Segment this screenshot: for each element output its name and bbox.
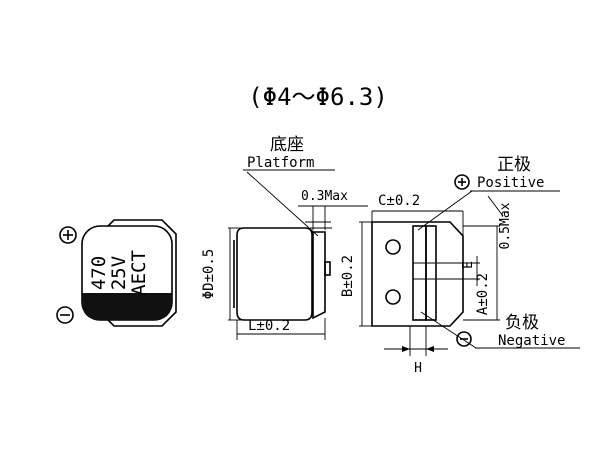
- plus-circle-icon: [59, 226, 77, 244]
- marking-series: AECT: [128, 250, 150, 296]
- side-lead: [324, 261, 331, 276]
- positive-label-cn: 正极: [497, 155, 531, 175]
- dim-l: L±0.2: [248, 318, 290, 334]
- platform-hole-top: [385, 239, 401, 255]
- dim-e: E: [461, 261, 476, 269]
- capacitor-top-view: 470 25V AECT: [81, 219, 177, 327]
- positive-circle-icon: [454, 174, 470, 190]
- side-platform: [312, 231, 326, 320]
- platform-leader: [246, 171, 319, 237]
- dim-h: H: [414, 361, 422, 376]
- negative-label-cn: 负极: [505, 313, 539, 333]
- minus-circle-icon: [56, 306, 74, 324]
- capacitor-side-view: [233, 221, 332, 321]
- platform-outline: [371, 221, 464, 327]
- dim-a: A±0.2: [475, 273, 491, 315]
- platform-label-cn: 底座: [270, 135, 304, 155]
- dim-c: C±0.2: [378, 193, 420, 209]
- positive-label-en: Positive: [477, 175, 544, 191]
- side-body: [236, 227, 313, 321]
- positive-leader: [417, 190, 473, 231]
- polarity-stripe: [82, 293, 172, 320]
- lead-left: [412, 225, 427, 321]
- negative-label-en: Negative: [498, 333, 565, 349]
- diagram-title: (Φ4～Φ6.3): [248, 83, 388, 111]
- platform-bottom-view: [371, 221, 464, 327]
- marking-voltage: 25V: [108, 256, 130, 290]
- negative-circle-icon: [456, 331, 472, 347]
- capacitor-marking: 470 25V AECT: [88, 250, 150, 296]
- marking-capacitance: 470: [88, 256, 110, 290]
- dim-b: B±0.2: [340, 255, 356, 297]
- lead-right: [425, 225, 437, 321]
- dim-e-max: 0.5Max: [498, 202, 513, 249]
- dim-phi-d: ΦD±0.5: [201, 249, 217, 300]
- platform-label-en: Platform: [247, 155, 314, 171]
- platform-hole-bottom: [385, 289, 401, 305]
- negative-leader: [420, 311, 477, 349]
- dim-platform-max: 0.3Max: [301, 189, 348, 204]
